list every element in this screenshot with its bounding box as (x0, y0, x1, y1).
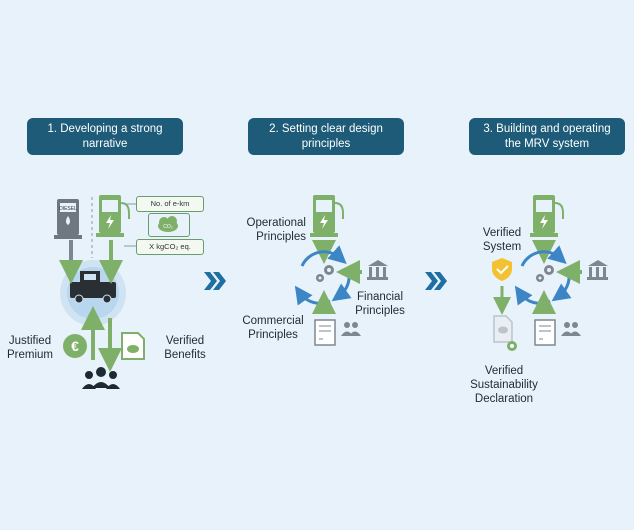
declaration-line2: Sustainability (470, 379, 538, 391)
commercial-line1: Commercial (242, 315, 304, 327)
gears-icon (536, 265, 554, 282)
verified-benefits-line2: Benefits (164, 349, 206, 361)
chevron-icon (425, 272, 447, 290)
truck-icon (70, 271, 116, 304)
verified-shield-icon (492, 258, 512, 281)
step-2-header: 2. Setting clear design principles (248, 118, 404, 155)
co2-document-icon (121, 332, 145, 360)
financial-principles-label: Financial Principles (347, 290, 413, 318)
commercial-principles-label: Commercial Principles (236, 314, 310, 342)
justified-premium-label: Justified Premium (2, 334, 58, 362)
financial-line2: Principles (355, 305, 405, 317)
metric-ekm-text: No. of e-km (150, 199, 190, 208)
pump-label: DIESEL (59, 206, 77, 212)
step-3-header: 3. Building and operating the MRV system (469, 118, 625, 155)
people-icon (561, 322, 581, 336)
metric-co2-box: X kgCO₂ eq. (136, 239, 204, 255)
operational-principles-label: Operational Principles (232, 216, 306, 244)
verified-benefits-label: Verified Benefits (156, 334, 214, 362)
chevron-icon (204, 272, 226, 290)
verified-system-line1: Verified (482, 227, 522, 239)
step-3-title: 3. Building and operating the MRV system (483, 122, 611, 150)
justified-premium-line2: Premium (6, 349, 53, 361)
ev-charger-icon (530, 195, 564, 237)
ev-charger-icon (96, 195, 130, 237)
certificate-icon (493, 315, 517, 351)
people-icon (82, 367, 120, 389)
commercial-line2: Principles (248, 329, 298, 341)
operational-line2: Principles (256, 231, 306, 243)
diesel-pump-icon: DIESEL (54, 199, 82, 239)
verified-system-line2: System (482, 241, 522, 253)
gears-icon (316, 265, 334, 282)
people-icon (341, 322, 361, 336)
svg-text:€: € (71, 338, 79, 354)
step-1-title: 1. Developing a strong narrative (47, 122, 163, 150)
step-1-header: 1. Developing a strong narrative (27, 118, 183, 155)
co2-icon-box (148, 213, 190, 237)
bank-icon (587, 260, 608, 280)
step-2-title: 2. Setting clear design principles (269, 122, 383, 150)
bank-icon (367, 260, 388, 280)
contract-icon (314, 319, 336, 346)
contract-icon (534, 319, 556, 346)
cycle-arrows-icon (294, 245, 352, 306)
cycle-arrows-icon (514, 245, 572, 306)
euro-icon: € (63, 334, 87, 358)
co2-cloud-icon: CO₂ (158, 216, 178, 232)
operational-line1: Operational (246, 217, 306, 229)
declaration-line3: Declaration (474, 393, 534, 405)
co2-cloud-label: CO₂ (163, 224, 173, 230)
verified-sustainability-declaration-label: Verified Sustainability Declaration (456, 364, 552, 406)
metric-co2-text: X kgCO₂ eq. (149, 242, 191, 251)
declaration-line1: Verified (484, 365, 524, 377)
ev-charger-icon (310, 195, 344, 237)
justified-premium-line1: Justified (8, 335, 52, 347)
verified-system-label: Verified System (474, 226, 530, 254)
metric-ekm-box: No. of e-km (136, 196, 204, 212)
financial-line1: Financial (356, 291, 404, 303)
verified-benefits-line1: Verified (165, 335, 205, 347)
